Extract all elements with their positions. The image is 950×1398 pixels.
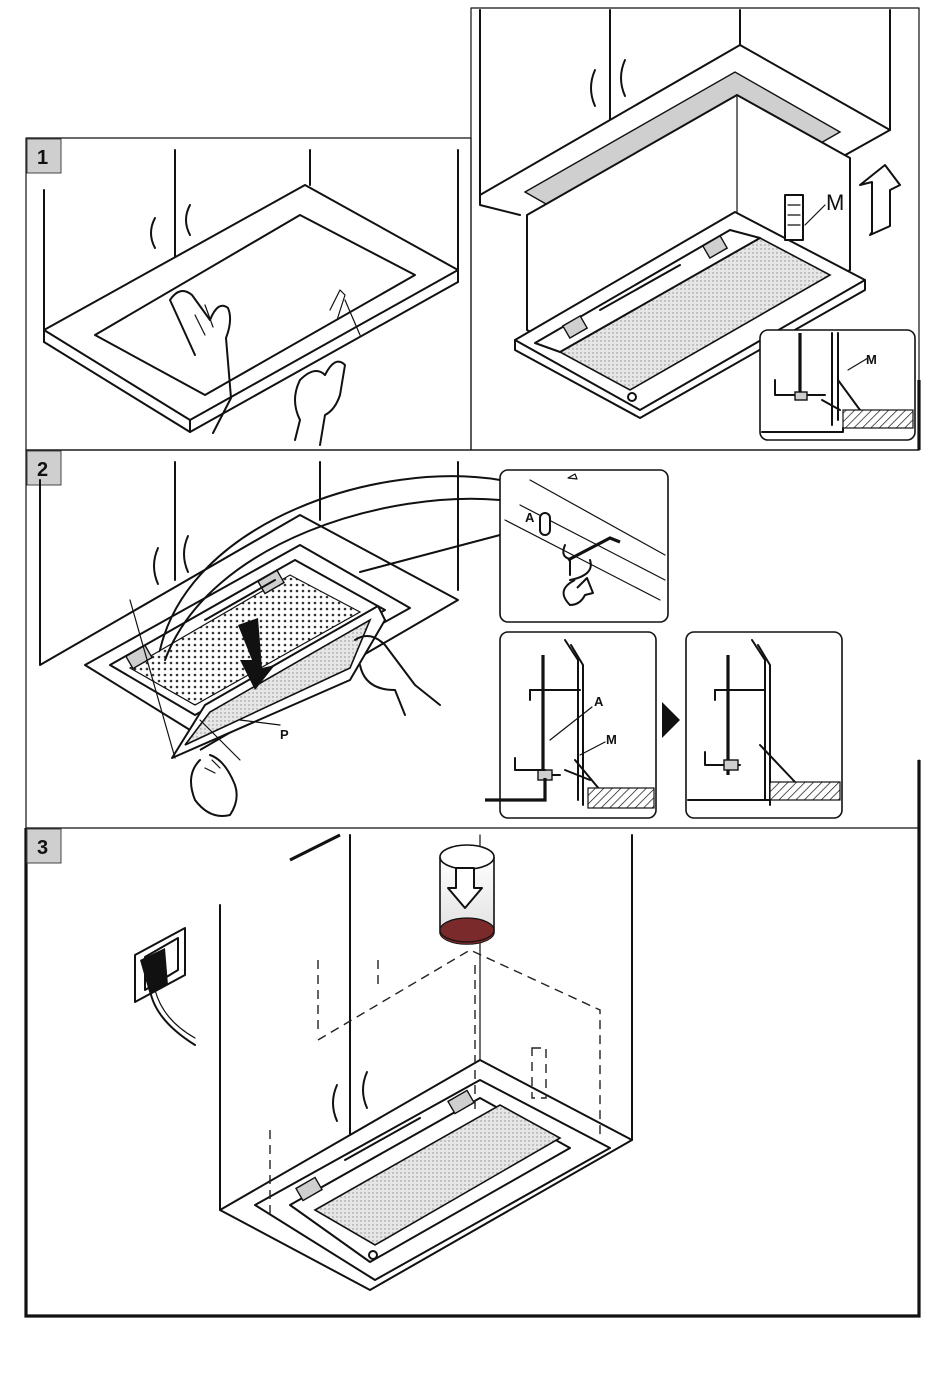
m-label-section: M xyxy=(606,732,617,747)
detail-section-after xyxy=(686,632,842,818)
detail-inset-m: M xyxy=(760,330,915,440)
step-number-3: 3 xyxy=(37,837,48,859)
m-label-main: M xyxy=(826,190,844,215)
step-number-1: 1 xyxy=(37,147,48,169)
step-badge-1: 1 xyxy=(27,139,61,173)
duct-cylinder xyxy=(440,845,494,944)
detail-section-before: A M xyxy=(485,632,656,818)
a-label-section: A xyxy=(594,694,604,709)
step-badge-2: 2 xyxy=(27,451,61,485)
a-label-lock: A xyxy=(525,510,535,525)
step-3-installed-hood-drawing xyxy=(220,835,632,1290)
triangle-right-icon xyxy=(662,702,680,738)
p-label: P xyxy=(280,727,289,742)
step-1-cabinet-drawing xyxy=(44,150,458,445)
detail-lock-a: A xyxy=(500,470,668,622)
power-socket-icon xyxy=(135,928,195,1045)
step-badge-3: 3 xyxy=(27,829,61,863)
m-label-detail: M xyxy=(866,352,877,367)
step-number-2: 2 xyxy=(37,459,48,481)
step-2-hood-open-drawing: P xyxy=(40,462,500,816)
up-arrow-icon xyxy=(860,165,900,235)
